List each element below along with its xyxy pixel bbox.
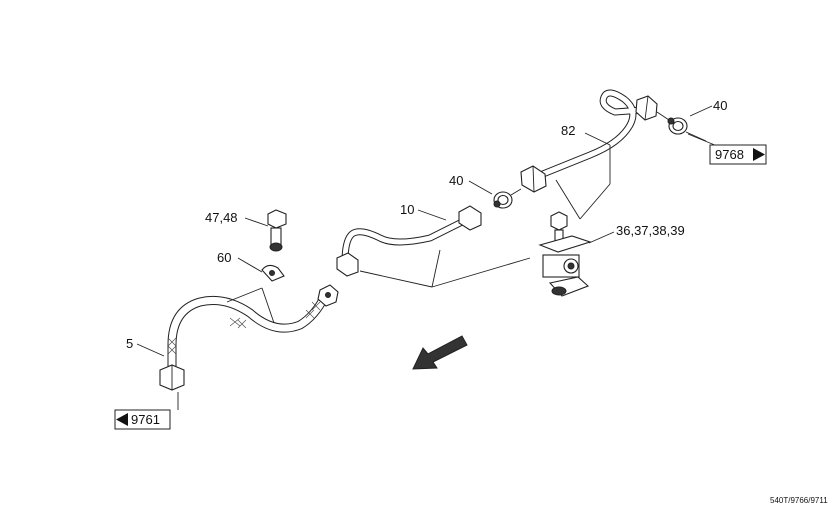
- next-page-ref-number: 9768: [715, 147, 744, 162]
- callout-60: 60: [217, 250, 231, 265]
- callout-leaders: [136, 105, 713, 357]
- pipe-10-nut-right: [458, 205, 482, 231]
- callout-47-48: 47,48: [205, 210, 238, 225]
- next-page-ref[interactable]: 9768: [709, 144, 767, 165]
- callout-82: 82: [561, 123, 575, 138]
- pipe-10: [341, 214, 474, 266]
- washer-40-mid: [493, 188, 522, 209]
- hose-5-nut-bottom: [159, 364, 185, 391]
- callout-5: 5: [126, 336, 133, 351]
- clamp-assembly-36-39: [538, 211, 592, 297]
- clip-60: [261, 264, 285, 282]
- previous-page-ref-number: 9761: [131, 412, 160, 427]
- pipe-10-nut-left: [336, 252, 359, 277]
- hose-5-fitting-top: [317, 284, 339, 307]
- pipe-82-nut-right: [635, 95, 658, 121]
- direction-arrow-icon: [412, 335, 468, 370]
- pipe-82-nut-left: [520, 165, 547, 193]
- arrow-left-icon: [116, 413, 128, 426]
- hose-5: [167, 291, 330, 373]
- washer-40-right: [656, 111, 707, 142]
- figure-id: 540T/9766/9711: [770, 496, 828, 505]
- previous-page-ref[interactable]: 9761: [114, 409, 171, 430]
- arrow-right-icon: [753, 148, 765, 161]
- callout-40-mid: 40: [449, 173, 463, 188]
- callout-40-right: 40: [713, 98, 727, 113]
- bolt-47-48: [267, 209, 287, 252]
- callout-10: 10: [400, 202, 414, 217]
- pipe-82: [529, 89, 646, 182]
- callout-36-37-38-39: 36,37,38,39: [616, 223, 685, 238]
